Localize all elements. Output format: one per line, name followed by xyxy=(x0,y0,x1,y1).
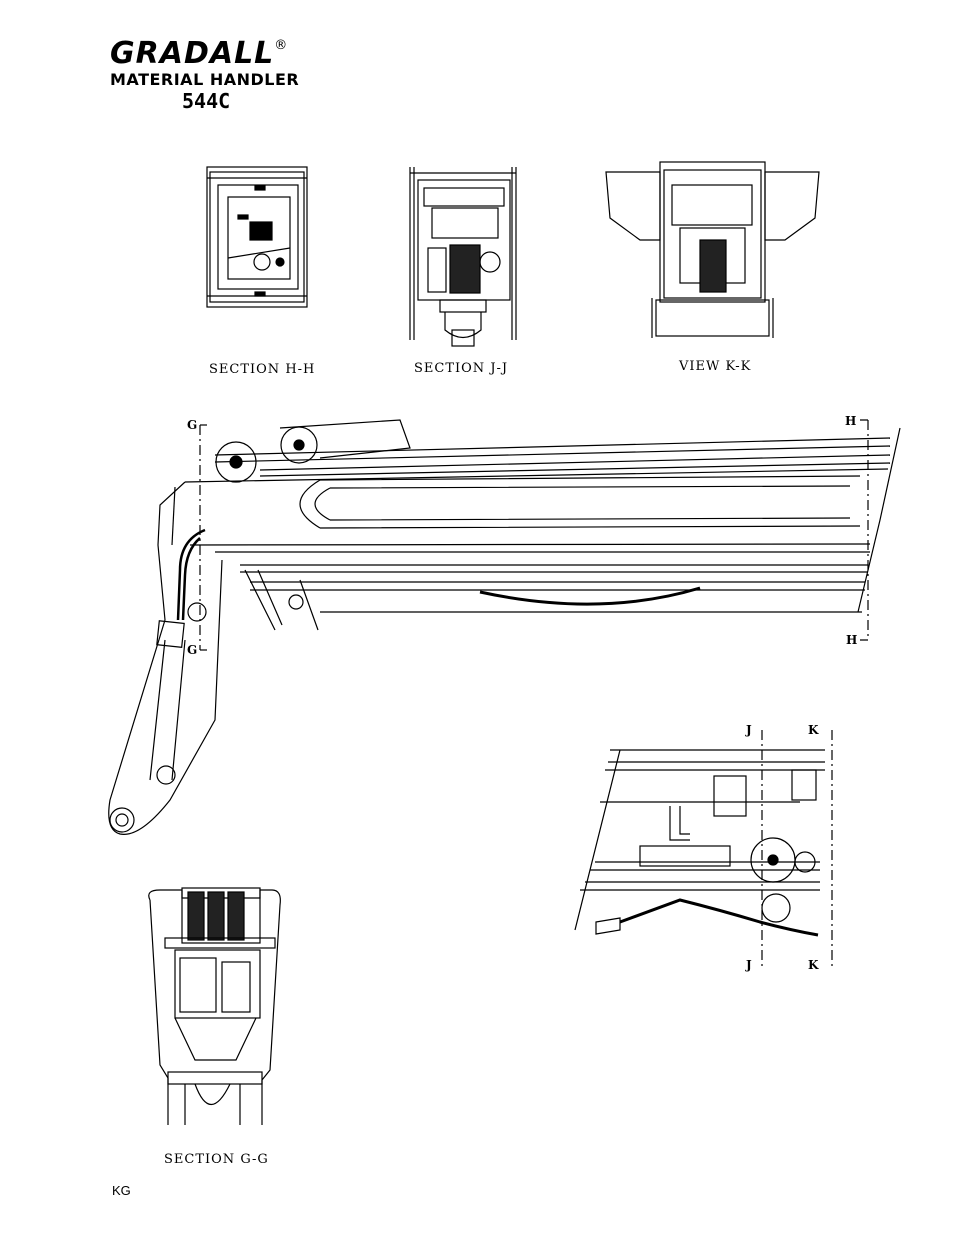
caption-view-kk: VIEW K-K xyxy=(679,359,752,374)
detail-jk-drawing xyxy=(574,730,833,966)
section-hh-drawing xyxy=(206,166,308,308)
boom-elevation-drawing xyxy=(108,419,901,835)
brand-logo: GRADALL® xyxy=(110,36,288,71)
marker-k-bottom: K xyxy=(808,958,819,972)
marker-h-top: H xyxy=(845,414,856,428)
brand-name: GRADALL xyxy=(110,36,275,71)
section-jj-drawing xyxy=(409,167,517,347)
caption-section-gg: SECTION G-G xyxy=(164,1152,269,1167)
section-gg-drawing xyxy=(148,887,281,1125)
marker-g-bottom: G xyxy=(187,643,197,657)
marker-g-top: G xyxy=(187,418,197,432)
marker-h-bottom: H xyxy=(846,633,857,647)
marker-j-top: J xyxy=(745,723,752,737)
caption-section-jj: SECTION J-J xyxy=(414,361,509,376)
marker-j-bottom: J xyxy=(745,958,752,972)
view-kk-drawing xyxy=(605,161,820,338)
footer-code: KG xyxy=(112,1183,131,1198)
registered-mark: ® xyxy=(274,38,289,53)
marker-k-top: K xyxy=(808,723,819,737)
caption-section-hh: SECTION H-H xyxy=(209,362,316,377)
product-subtitle: MATERIAL HANDLER xyxy=(110,70,300,89)
model-number: 544C xyxy=(182,89,231,113)
